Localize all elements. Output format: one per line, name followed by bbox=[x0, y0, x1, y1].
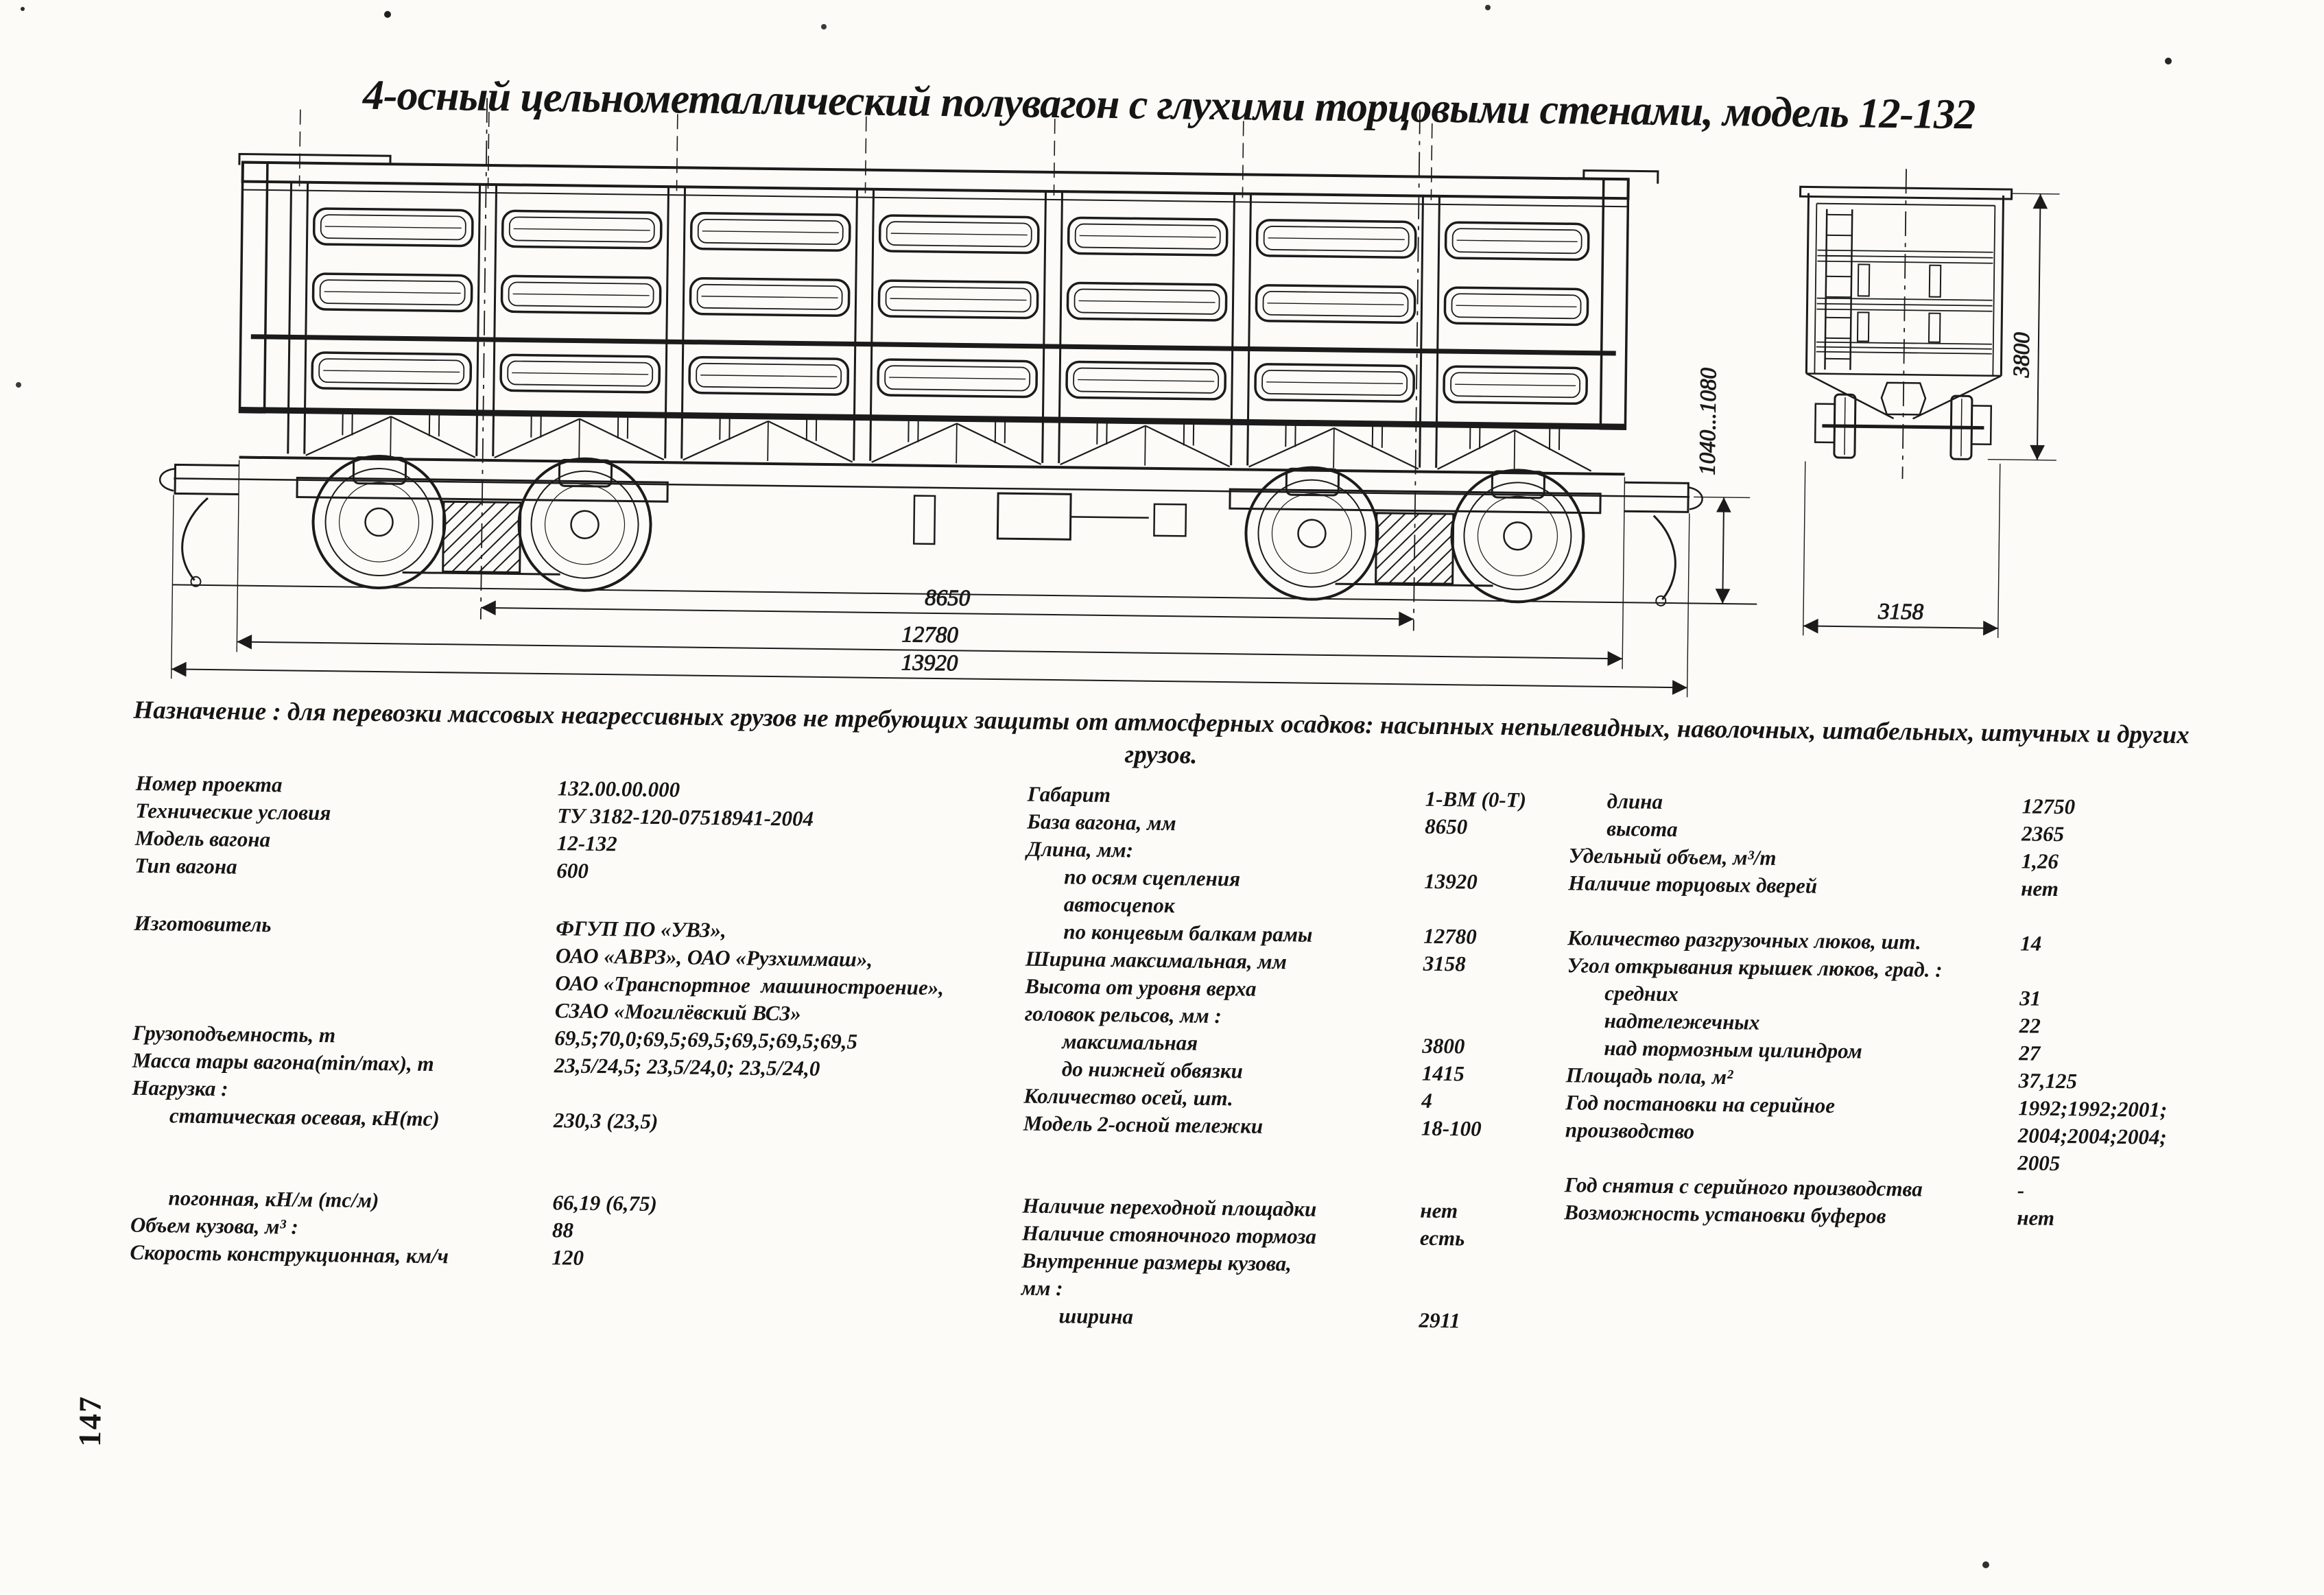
dim-coupler-axis-height: 1040...1080 bbox=[1696, 367, 1722, 475]
spec-label: Тип вагона bbox=[134, 853, 237, 879]
spec-label: Длина, мм: bbox=[1026, 836, 1134, 862]
dim-length-over-end-beams: 12780 bbox=[901, 622, 958, 648]
wagon-end-view bbox=[1799, 169, 2013, 480]
dim-max-width: 3158 bbox=[1877, 600, 1924, 625]
spec-value: 22 bbox=[2019, 1013, 2041, 1038]
dim-length-over-coupler-axes: 13920 bbox=[901, 650, 958, 676]
spec-label: по концевым балкам рамы bbox=[1063, 919, 1313, 947]
spec-label: Габарит bbox=[1027, 781, 1111, 807]
spec-label: Высота от уровня верха головок рельсов, … bbox=[1024, 973, 1257, 1028]
spec-label: Технические условия bbox=[135, 798, 331, 825]
spec-label: надтележечных bbox=[1604, 1008, 1760, 1035]
spec-value: 14 bbox=[2020, 931, 2042, 956]
spec-label: Год снятия с серийного производства bbox=[1564, 1172, 1923, 1201]
spec-label: Наличие переходной площадки bbox=[1022, 1193, 1317, 1221]
spec-value: есть bbox=[1419, 1225, 1465, 1251]
spec-label: средних bbox=[1604, 980, 1679, 1006]
spec-value: 2911 bbox=[1419, 1308, 1460, 1333]
spec-label: Грузоподъемность, т bbox=[132, 1020, 336, 1048]
spec-label: Модель 2-осной тележки bbox=[1023, 1111, 1264, 1138]
spec-label: Площадь пола, м² bbox=[1565, 1063, 1733, 1089]
spec-label: Количество осей, шт. bbox=[1023, 1083, 1233, 1111]
spec-value: 2365 bbox=[2021, 821, 2065, 847]
spec-label: База вагона, мм bbox=[1027, 809, 1176, 836]
spec-value: нет bbox=[2020, 876, 2059, 901]
spec-label: Наличие торцовых дверей bbox=[1568, 871, 1818, 898]
spec-label: Номер проекта bbox=[135, 770, 283, 797]
spec-label: над тормозным цилиндром bbox=[1604, 1035, 1862, 1063]
scan-artifacts bbox=[21, 7, 25, 11]
spec-value: 27 bbox=[2019, 1041, 2041, 1065]
page-number: 147 bbox=[72, 1395, 108, 1448]
spec-label: по осям сцепления автосцепок bbox=[1063, 864, 1241, 918]
spec-value: - bbox=[2017, 1178, 2025, 1203]
spec-value: 1,26 bbox=[2021, 849, 2059, 873]
dim-bogie-base: 8650 bbox=[925, 586, 971, 611]
spec-label: до нижней обвязки bbox=[1061, 1056, 1244, 1083]
spec-label: максимальная bbox=[1062, 1029, 1198, 1055]
spec-label: Удельный объем, м³/т bbox=[1568, 843, 1777, 870]
dimension-annotations: 8650 12780 13920 1040...1080 3158 3800 bbox=[171, 193, 2060, 698]
spec-label: Объем кузова, м³ : bbox=[130, 1212, 299, 1239]
spec-label: длина bbox=[1606, 788, 1663, 814]
spec-value: 230,3 (23,5) bbox=[553, 1108, 659, 1134]
purpose-paragraph: Назначение : для перевозки массовых неаг… bbox=[133, 696, 2190, 770]
dim-max-height: 3800 bbox=[2009, 332, 2035, 379]
spec-row: Год постановки на серийное производство 1… bbox=[1565, 1089, 2299, 1180]
spec-label: погонная, кН/м (тс/м) bbox=[168, 1185, 379, 1213]
spec-label: Наличие стояночного тормоза bbox=[1021, 1220, 1317, 1249]
spec-label: Внутренние размеры кузова, мм : bbox=[1021, 1248, 1292, 1301]
spec-label: ширина bbox=[1058, 1303, 1134, 1329]
spec-label: Скорость конструкционная, км/ч bbox=[130, 1240, 449, 1268]
wagon-side-view bbox=[159, 97, 1757, 631]
spec-row: Высота от уровня верха головок рельсов, … bbox=[1025, 973, 1643, 1035]
spec-value: 1992;1992;2001; 2004;2004;2004; 2005 bbox=[2017, 1096, 2168, 1176]
spec-row: Внутренние размеры кузова, мм : bbox=[1021, 1247, 1639, 1310]
spec-label: Год постановки на серийное производство bbox=[1565, 1090, 1836, 1144]
spec-value: 23,5/24,5; 23,5/24,0; 23,5/24,0 bbox=[554, 1053, 820, 1080]
spec-value: 600 bbox=[556, 858, 589, 883]
spec-label: Ширина максимальная, мм bbox=[1025, 946, 1288, 974]
spec-value: 12750 bbox=[2021, 794, 2076, 819]
spec-label: Угол открывания крышек люков, град. : bbox=[1567, 953, 1943, 982]
spec-label: высота bbox=[1606, 816, 1678, 842]
spec-value: 31 bbox=[2019, 986, 2041, 1011]
spec-label: Масса тары вагона(min/max), т bbox=[132, 1048, 434, 1076]
spec-label: Количество разгрузочных люков, шт. bbox=[1567, 925, 1921, 954]
spec-label: статическая осевая, кН(тс) bbox=[169, 1103, 440, 1131]
spec-label: Модель вагона bbox=[134, 825, 271, 852]
spec-row: Изготовитель ФГУП ПО «УВЗ», ОАО «АВРЗ», О… bbox=[133, 910, 1019, 1030]
spec-label: Нагрузка : bbox=[132, 1075, 228, 1101]
technical-drawing: 8650 12780 13920 1040...1080 3158 3800 bbox=[159, 97, 2060, 698]
spec-value: ФГУП ПО «УВЗ», ОАО «АВРЗ», ОАО «Рузхимма… bbox=[554, 916, 945, 1026]
spec-label: Возможность установки буферов bbox=[1564, 1200, 1886, 1228]
spec-value: 120 bbox=[552, 1245, 584, 1270]
spec-label: Изготовитель bbox=[134, 910, 272, 937]
spec-value: 37,125 bbox=[2018, 1068, 2078, 1094]
spec-value: нет bbox=[2017, 1205, 2055, 1230]
